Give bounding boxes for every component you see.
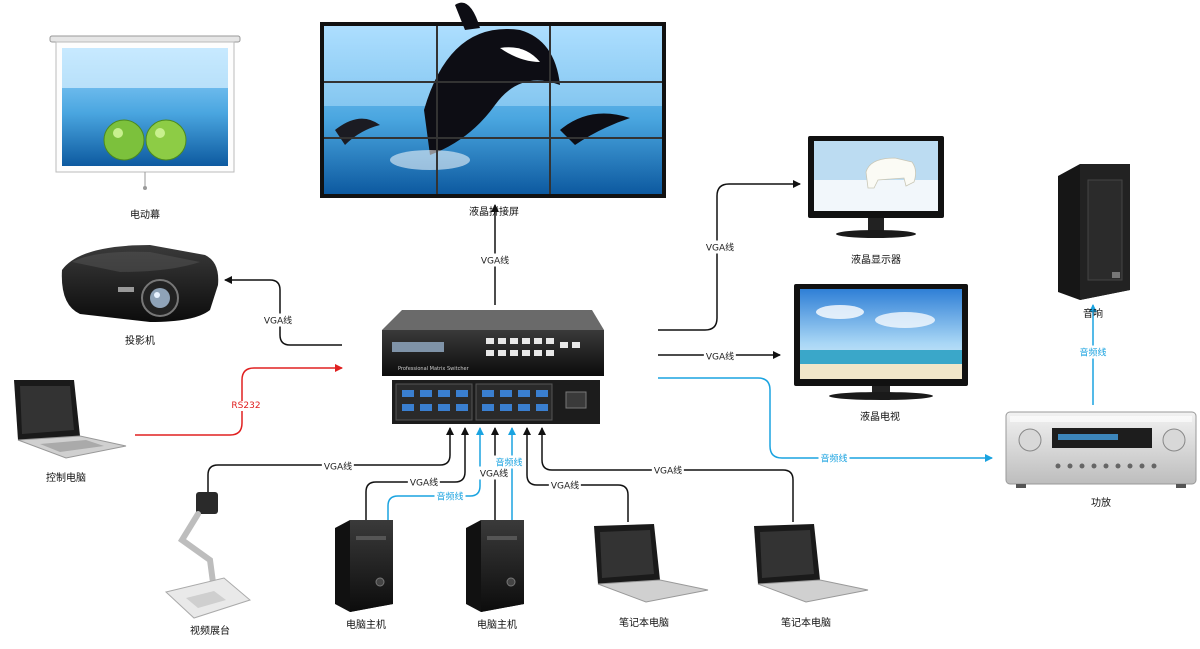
wire-label-rs232: RS232 — [229, 401, 263, 411]
projector — [61, 245, 219, 322]
lcd-monitor — [808, 136, 944, 238]
label-doc-camera: 视频展台 — [190, 626, 230, 637]
switcher-front-label: Professional Matrix Switcher — [398, 366, 470, 372]
wire-vga-monitor — [658, 180, 801, 331]
wire-label-audio-amp: 音频线 — [818, 451, 850, 465]
wire-audio-amp — [658, 377, 993, 462]
wire-label-vga-videowall: VGA线 — [478, 253, 512, 267]
wire-label-audio-speaker: 音频线 — [1077, 345, 1109, 359]
label-desktop-1: 电脑主机 — [346, 620, 386, 631]
wire-label-audio-desktop2: 音频线 — [493, 455, 525, 469]
wire-label-audio-desktop1: 音频线 — [434, 489, 466, 503]
control-pc — [14, 380, 127, 459]
wire-label-vga-tv: VGA线 — [703, 349, 737, 363]
label-lcd-monitor: 液晶显示器 — [851, 255, 901, 266]
label-videowall: 液晶拼接屏 — [469, 207, 519, 218]
document-camera — [164, 492, 252, 619]
wire-label-vga-laptop1: VGA线 — [548, 478, 582, 492]
laptop-2 — [754, 524, 869, 603]
label-lcd-tv: 液晶电视 — [860, 412, 900, 423]
wire-label-vga-doc-camera: VGA线 — [321, 459, 355, 473]
wire-audio-desktop1 — [387, 427, 484, 520]
video-wall — [320, 2, 666, 198]
wire-vga-projector — [224, 276, 342, 346]
speaker — [1058, 164, 1130, 300]
desktop-pc-1 — [335, 520, 393, 612]
wire-label-vga-monitor: VGA线 — [703, 240, 737, 254]
label-screen: 电动幕 — [130, 210, 160, 221]
projection-screen — [49, 35, 241, 190]
label-speaker: 音响 — [1083, 309, 1103, 320]
lcd-tv — [794, 284, 968, 400]
desktop-pc-2 — [466, 520, 524, 612]
label-control-pc: 控制电脑 — [46, 473, 86, 484]
matrix-switcher: Professional Matrix Switcher — [382, 310, 604, 424]
wire-label-vga-desktop2: VGA线 — [477, 466, 511, 480]
laptop-1 — [594, 524, 709, 603]
label-laptop-1: 笔记本电脑 — [619, 618, 669, 629]
label-desktop-2: 电脑主机 — [477, 620, 517, 631]
label-amplifier: 功放 — [1091, 498, 1111, 509]
label-laptop-2: 笔记本电脑 — [781, 618, 831, 629]
label-projector: 投影机 — [125, 336, 155, 347]
wire-label-vga-laptop2: VGA线 — [651, 463, 685, 477]
amplifier — [1005, 411, 1197, 488]
wire-label-vga-projector: VGA线 — [261, 313, 295, 327]
wire-label-vga-desktop1: VGA线 — [407, 475, 441, 489]
